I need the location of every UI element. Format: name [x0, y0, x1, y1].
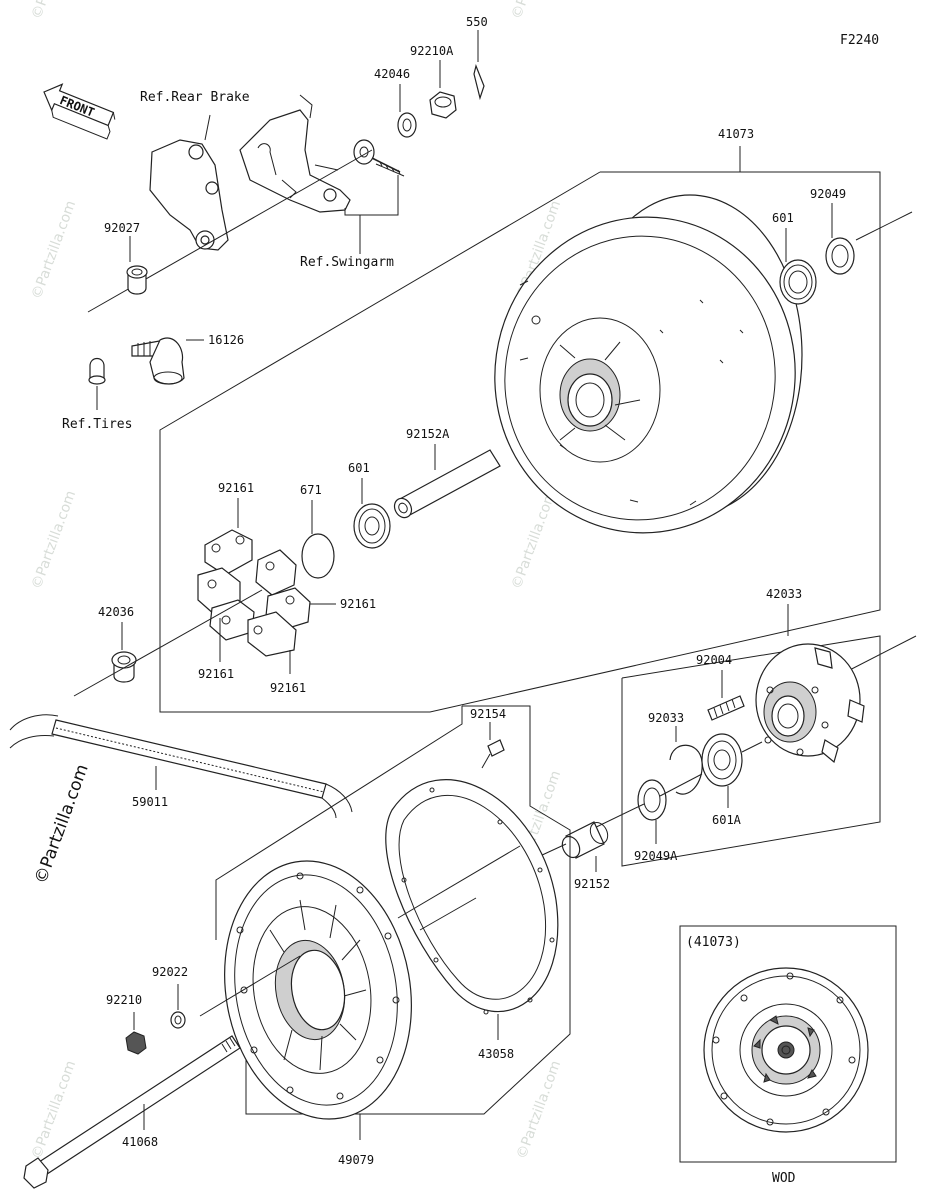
- part-number-41073: 41073: [718, 127, 754, 141]
- part-671-o-ring: 671: [300, 483, 335, 579]
- watermark: ©Partzilla.com: [514, 1059, 564, 1162]
- part-43058-ring-plate: 43058: [385, 779, 559, 1061]
- inset-caption: WOD: [772, 1171, 796, 1186]
- part-59011-drive-belt: 59011: [9, 714, 353, 819]
- part-92152A-spacer: 92152A: [393, 427, 501, 519]
- group-outline-41073: [159, 171, 881, 713]
- part-number-92154: 92154: [470, 707, 506, 721]
- part-number-92004: 92004: [696, 653, 732, 667]
- part-number-92022: 92022: [152, 965, 188, 979]
- part-49079-rear-pulley: [224, 860, 412, 1120]
- part-42033-sprocket-hub: [755, 643, 865, 764]
- part-number-49079: 49079: [338, 1153, 374, 1167]
- watermark: ©Partzilla.com: [509, 489, 559, 592]
- part-number-16126: 16126: [208, 333, 244, 347]
- part-92022-washer: 92022: [152, 965, 188, 1029]
- inset-ref-label: (41073): [686, 935, 741, 950]
- part-number-92161-bottom-right: 92161: [270, 681, 306, 695]
- part-number-92027: 92027: [104, 221, 140, 235]
- part-number-92161-right: 92161: [340, 597, 376, 611]
- part-92154-bolt: 92154: [470, 707, 506, 769]
- part-number-92161-bottom-left: 92161: [198, 667, 234, 681]
- ref-swingarm-label: Ref.Swingarm: [300, 255, 394, 270]
- part-92049-oil-seal: 92049: [810, 187, 855, 275]
- front-arrow-icon: FRONT: [43, 83, 116, 140]
- part-601-bearing: 601: [772, 211, 817, 305]
- group-outline-pulley: [245, 705, 571, 1115]
- valve-cap: Ref.Tires: [62, 357, 132, 432]
- part-number-59011: 59011: [132, 795, 168, 809]
- part-42036-collar: 42036: [98, 605, 137, 683]
- part-number-41068: 41068: [122, 1135, 158, 1149]
- rear-brake-bracket: [149, 139, 229, 251]
- part-92004-stud: 92004: [696, 653, 745, 721]
- ref-tires-label: Ref.Tires: [62, 417, 132, 432]
- part-number-92033: 92033: [648, 711, 684, 725]
- part-16126-valve-stem: 16126: [131, 333, 244, 385]
- part-number-92210A: 92210A: [410, 44, 454, 58]
- part-92033-circlip: 92033: [648, 711, 703, 795]
- part-42046-washer: 42046: [374, 67, 417, 138]
- part-92027-collar: 92027: [104, 221, 148, 295]
- watermark: ©Partzilla.com: [29, 489, 79, 592]
- watermark: ©Partzilla.com: [29, 199, 79, 302]
- part-number-92049: 92049: [810, 187, 846, 201]
- copyright-watermark: ©Partzilla.com: [31, 762, 93, 887]
- part-number-42036: 42036: [98, 605, 134, 619]
- part-92210-nut: 92210: [106, 993, 147, 1055]
- diagram-code: F2240: [840, 33, 879, 48]
- part-number-43058: 43058: [478, 1047, 514, 1061]
- part-92152-spacer: 92152: [561, 821, 610, 891]
- part-601A-bearing: 601A: [701, 733, 743, 827]
- part-number-92210: 92210: [106, 993, 142, 1007]
- part-number-92049A: 92049A: [634, 849, 678, 863]
- part-550-cotter-pin: 550: [466, 15, 488, 101]
- part-number-92152A: 92152A: [406, 427, 450, 441]
- inset-wod-variant: (41073) WOD: [679, 925, 897, 1186]
- front-label: FRONT: [58, 93, 97, 120]
- part-92161-rubber-dampers: [197, 529, 311, 657]
- part-number-671: 671: [300, 483, 322, 497]
- watermark: ©Partzilla.com: [29, 0, 79, 21]
- part-number-601: 601: [772, 211, 794, 225]
- part-92210A-castle-nut: 92210A: [410, 44, 457, 119]
- chain-adjuster-bolt: [353, 139, 405, 177]
- swingarm-section: [239, 94, 351, 213]
- part-number-601A: 601A: [712, 813, 742, 827]
- part-41068-axle: 41068: [23, 1035, 241, 1189]
- part-601-bearing-middle: 601: [348, 461, 391, 549]
- part-92049A-oil-seal: 92049A: [634, 779, 678, 863]
- part-number-92161-top: 92161: [218, 481, 254, 495]
- part-number-42033: 42033: [766, 587, 802, 601]
- part-number-42046: 42046: [374, 67, 410, 81]
- part-number-601-middle: 601: [348, 461, 370, 475]
- part-41073-cast-wheel: [494, 194, 803, 534]
- part-number-92152: 92152: [574, 877, 610, 891]
- ref-rear-brake-label: Ref.Rear Brake: [140, 90, 250, 105]
- part-number-550: 550: [466, 15, 488, 29]
- watermark: ©Partzilla.com: [509, 0, 559, 21]
